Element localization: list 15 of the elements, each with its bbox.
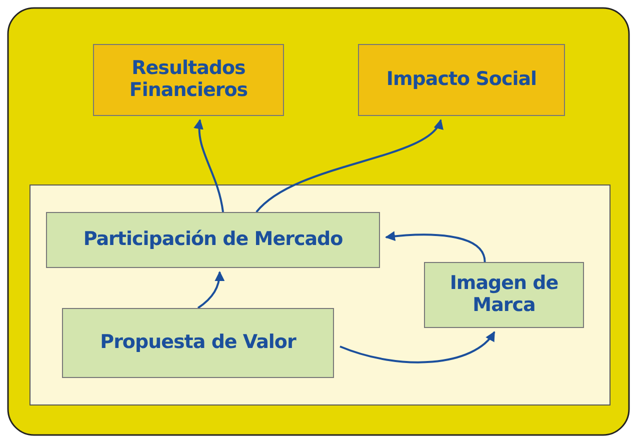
node-label: Imagen de Marca bbox=[448, 273, 560, 317]
arrow bbox=[385, 231, 486, 262]
arrow bbox=[256, 119, 442, 213]
arrow bbox=[197, 271, 224, 309]
node-label: Resultados Financieros bbox=[128, 58, 249, 102]
node-label: Impacto Social bbox=[386, 69, 537, 91]
arrow bbox=[194, 119, 224, 212]
driver-box bbox=[424, 262, 584, 328]
outcome-box bbox=[358, 44, 565, 116]
node-label: Participación de Mercado bbox=[83, 229, 343, 251]
node-label: Propuesta de Valor bbox=[100, 332, 296, 354]
arrow bbox=[340, 331, 496, 364]
driver-box bbox=[46, 212, 380, 268]
outcome-box bbox=[93, 44, 284, 116]
driver-box bbox=[62, 308, 334, 378]
